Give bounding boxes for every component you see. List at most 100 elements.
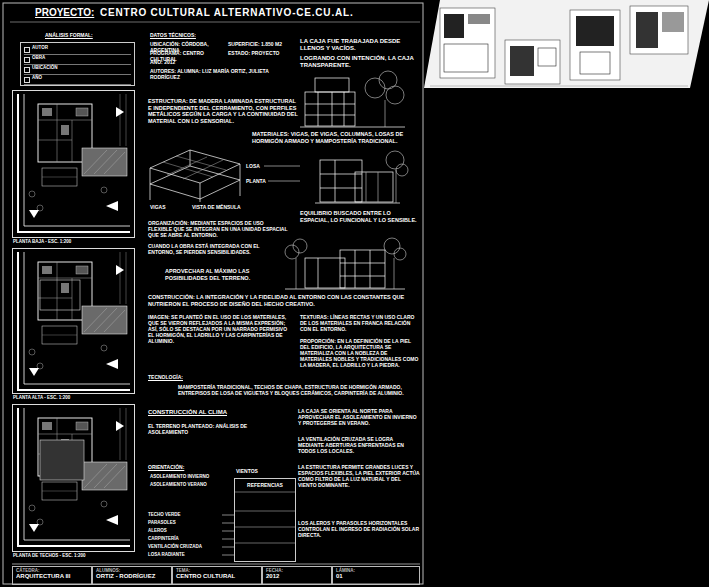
note-text: PARASOLES xyxy=(148,520,176,525)
sheet-thumbnails xyxy=(576,16,614,46)
note-text: AUTORES: ALUMNA: LUZ MARÍA ORTIZ, JULIET… xyxy=(150,68,295,80)
building-elevation xyxy=(305,115,355,116)
note-text: DATOS TÉCNICOS: xyxy=(150,32,196,38)
building-elevation xyxy=(305,104,355,105)
table-cell: UBICACIÓN xyxy=(24,65,131,75)
note-text: AÑO: 2012 xyxy=(150,59,225,65)
sheet-thumbnails xyxy=(636,12,658,48)
checkbox xyxy=(24,67,30,73)
tree-symbol xyxy=(396,170,397,203)
title-block-cell: TEMA:CENTRO CULTURAL xyxy=(172,566,262,585)
plan-drawing xyxy=(18,408,130,546)
note-text: ORIENTACIÓN: xyxy=(148,464,184,470)
title-block-cell: CÁTEDRA:ARQUITECTURA III xyxy=(12,566,92,585)
note-text: IMAGEN: SE PLANTEÓ EN EL USO DE LOS MATE… xyxy=(148,314,294,344)
leader-line xyxy=(264,166,300,167)
note-text: VENTILACIÓN CRUZADA xyxy=(148,544,202,549)
note-text: APROVECHAR AL MÁXIMO LAS POSIBILIDADES D… xyxy=(165,268,275,281)
building-elevation xyxy=(285,78,405,289)
sheet-thumbnails xyxy=(444,44,488,72)
note-text: ORGANIZACIÓN: MEDIANTE ESPACIOS DE USO F… xyxy=(148,220,288,238)
sheet-thumbnails xyxy=(468,14,490,24)
tree-symbol xyxy=(285,71,408,289)
field-value: ARQUITECTURA III xyxy=(16,573,88,580)
note-text: PROPORCIÓN: EN LA DEFINICIÓN DE LA PIEL … xyxy=(300,338,420,368)
axonometric-structure xyxy=(190,150,191,166)
axonometric-structure xyxy=(176,156,226,170)
legend-table-lines xyxy=(234,492,296,493)
axonometric-structure xyxy=(150,150,240,202)
sheet-thumbnails xyxy=(424,0,709,88)
leader-line xyxy=(222,539,234,540)
tree-symbol xyxy=(296,258,297,289)
note-text: ASOLEAMIENTO VERANO xyxy=(150,482,207,487)
table-cell: AÑO xyxy=(24,75,131,85)
checkbox xyxy=(24,77,30,83)
sheet-thumbnails xyxy=(430,86,688,87)
plan-caption: PLANTA ALTA - ESC. 1:200 xyxy=(13,395,70,400)
note-text: ALEROS xyxy=(148,528,167,533)
sheet-thumbnails xyxy=(444,14,464,38)
sheet-thumbnails xyxy=(570,10,620,80)
tree-symbol xyxy=(293,239,307,253)
plan-panel: PLANTA BAJA - ESC. 1:200 xyxy=(12,90,135,238)
note-text: CARPINTERÍA xyxy=(148,536,179,541)
note-text: LA VENTILACIÓN CRUZADA SE LOGRA MEDIANTE… xyxy=(298,436,420,454)
note-text: VIENTOS xyxy=(236,468,258,474)
sheet-thumbnails xyxy=(505,40,560,84)
note-text: SUPERFICIE: 1.850 M2 xyxy=(228,41,298,47)
note-text: EQUILIBRIO BUSCADO ENTRE LO ESPACIAL, LO… xyxy=(300,210,420,223)
leader-line xyxy=(222,547,234,548)
tree-symbol xyxy=(386,86,404,104)
note-text: CUANDO LA OBRA ESTÁ INTEGRADA CON EL ENT… xyxy=(148,243,268,255)
building-elevation xyxy=(370,250,371,288)
note-text: CONSTRUCCIÓN: LA INTEGRACIÓN Y LA FIDELI… xyxy=(148,294,420,307)
building-elevation xyxy=(340,276,385,277)
field-label: LÁMINA: xyxy=(336,568,416,573)
building-elevation xyxy=(355,172,393,202)
legend-table-lines xyxy=(234,543,296,544)
building-elevation xyxy=(344,92,345,126)
sheet-frame xyxy=(3,3,423,584)
note-text: LOS ALEROS Y PARASOLES HORIZONTALES CONT… xyxy=(298,520,420,538)
axonometric-structure xyxy=(167,157,207,175)
plan-panel: PLANTA DE TECHOS - ESC. 1:200 xyxy=(12,404,135,552)
note-text: LA CAJA FUE TRABAJADA DESDE LLENOS Y VAC… xyxy=(300,38,418,52)
tree-symbol xyxy=(365,78,385,98)
legend-table-lines xyxy=(234,492,296,543)
note-text: ASOLEAMIENTO INVIERNO xyxy=(150,474,209,479)
leader-line xyxy=(222,515,234,516)
tree-symbol xyxy=(384,238,400,254)
building-elevation xyxy=(305,92,355,126)
field-value: CENTRO CULTURAL xyxy=(176,573,258,580)
axonometric-structure xyxy=(150,166,240,199)
building-elevation xyxy=(332,92,333,126)
building-elevation xyxy=(300,127,405,128)
sheet-thumbnails xyxy=(538,48,556,66)
field-label: CÁTEDRA: xyxy=(16,568,88,573)
note-text: VIGAS xyxy=(150,204,166,210)
tree-symbol xyxy=(386,151,404,169)
sheet-frame xyxy=(12,564,420,565)
title-block-cell: LÁMINA:01 xyxy=(332,566,420,585)
note-text: TECHO VERDE xyxy=(148,512,181,517)
axonometric-structure xyxy=(183,160,223,179)
field-value: ORTIZ - RODRÍGUEZ xyxy=(96,573,168,580)
leader-line xyxy=(268,181,300,182)
tree-symbol xyxy=(396,164,408,176)
field-label: FECHA: xyxy=(266,568,328,573)
legend-table-lines xyxy=(234,511,296,512)
leader-line xyxy=(222,531,234,532)
sheet-thumbnails xyxy=(440,8,495,78)
plan-caption: PLANTA BAJA - ESC. 1:200 xyxy=(13,239,71,244)
legend-table-lines xyxy=(234,527,296,528)
note-text: LOSA xyxy=(246,163,260,169)
building-elevation xyxy=(305,258,345,288)
plan-caption: PLANTA DE TECHOS - ESC. 1:200 xyxy=(13,553,86,558)
building-elevation xyxy=(315,78,349,92)
axonometric-structure xyxy=(200,183,201,202)
plan-drawing xyxy=(40,440,84,480)
note-text: TECNOLOGÍA: xyxy=(148,374,183,380)
